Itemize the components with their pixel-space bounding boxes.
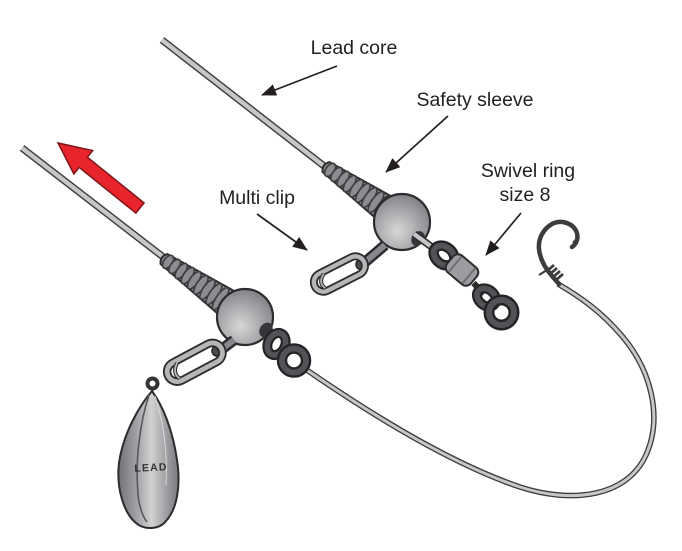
lead-weight: LEAD — [117, 376, 180, 529]
label-lead-core: Lead core — [311, 37, 398, 59]
hook-barb — [572, 236, 580, 244]
label-swivel-ring-line1: Swivel ring — [481, 160, 575, 182]
swivel-barrel — [444, 253, 480, 287]
leader-line-left — [19, 145, 174, 266]
bead-left — [215, 287, 275, 347]
weight-label: LEAD — [134, 461, 168, 475]
lead-core-line — [159, 37, 336, 176]
pointer-swivel-ring — [485, 212, 522, 256]
pointer-multi-clip — [256, 213, 308, 251]
upper-rig — [309, 161, 520, 331]
multi-clip-upper — [309, 240, 389, 296]
left-rig: LEAD — [117, 253, 312, 529]
pointer-lead-core — [261, 65, 338, 96]
weight-loop — [145, 376, 160, 391]
red-direction-arrow — [56, 141, 146, 215]
hook — [536, 219, 580, 287]
multi-clip-left — [162, 335, 238, 386]
safety-sleeve-left — [159, 253, 234, 314]
label-safety-sleeve: Safety sleeve — [416, 89, 533, 111]
pointer-safety-sleeve — [385, 115, 449, 173]
label-swivel-ring-line2: size 8 — [500, 184, 551, 206]
label-multi-clip: Multi clip — [219, 187, 295, 209]
labels: Lead core Safety sleeve Multi clip Swive… — [219, 37, 575, 256]
hook-knot — [538, 263, 564, 283]
hook-link-line — [299, 281, 657, 499]
swivel-chain-upper — [428, 240, 520, 331]
swivel-chain-left — [262, 327, 312, 378]
